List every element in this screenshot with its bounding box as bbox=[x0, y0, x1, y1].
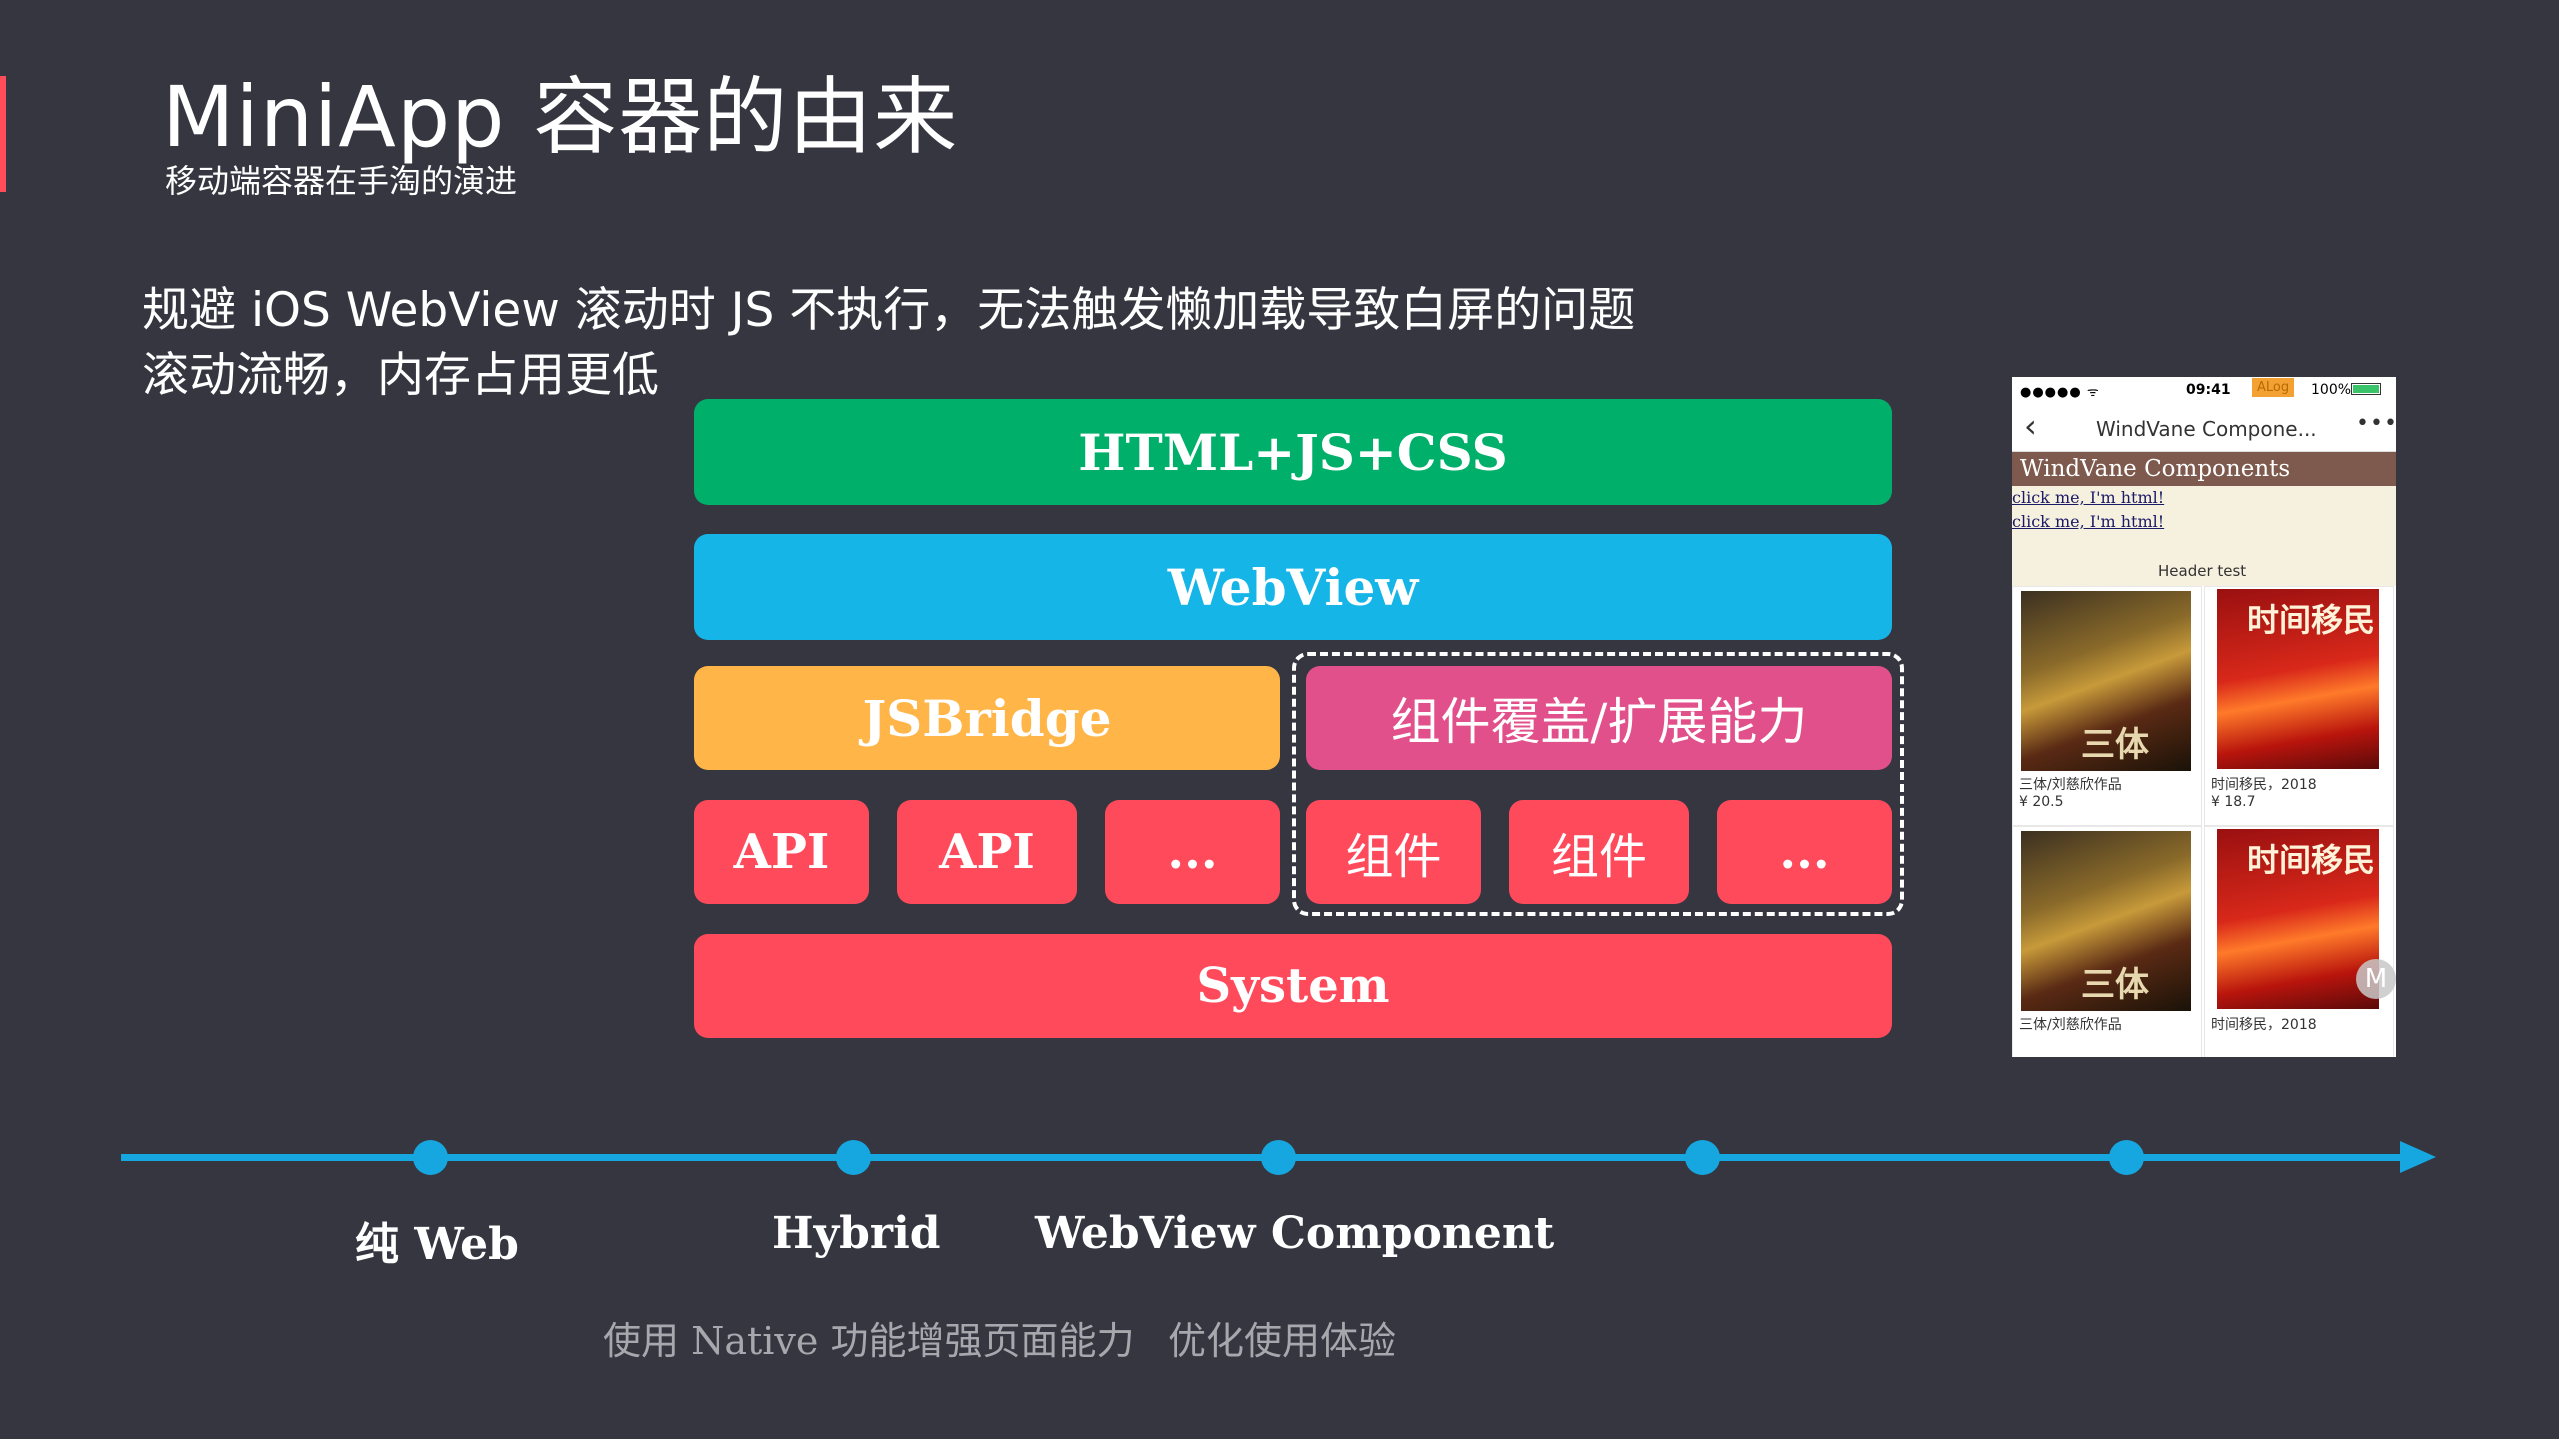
cell-component-2: 组件 bbox=[1509, 800, 1689, 904]
timeline-dot bbox=[413, 1140, 448, 1175]
timeline-dot bbox=[2109, 1140, 2144, 1175]
product-name: 三体/刘慈欣作品 bbox=[2019, 777, 2122, 793]
html-link-2[interactable]: click me, I'm html! bbox=[2012, 512, 2165, 531]
html-link-1[interactable]: click me, I'm html! bbox=[2012, 488, 2165, 507]
battery-icon bbox=[2351, 383, 2381, 395]
timeline-dot bbox=[1261, 1140, 1296, 1175]
product-price: ¥ 20.5 bbox=[2019, 794, 2064, 810]
status-time: 09:41 bbox=[2186, 382, 2231, 398]
book-cover-image bbox=[2021, 591, 2191, 771]
product-name: 三体/刘慈欣作品 bbox=[2019, 1017, 2122, 1033]
timeline-arrow-icon bbox=[2400, 1141, 2436, 1173]
timeline-desc-component: 优化使用体验 bbox=[1168, 1319, 1397, 1363]
layer-webview: WebView bbox=[694, 534, 1892, 640]
phone-screenshot: ●●●●● ᯤ 09:41 ALog 100% ‹ WindVane Compo… bbox=[2012, 377, 2396, 1057]
layer-system: System bbox=[694, 934, 1892, 1038]
layer-jsbridge: JSBridge bbox=[694, 666, 1280, 770]
product-price: ¥ 18.7 bbox=[2211, 794, 2256, 810]
nav-title: WindVane Compone... bbox=[2096, 417, 2317, 441]
components-banner: WindVane Components bbox=[2012, 452, 2396, 486]
cell-api-1: API bbox=[694, 800, 869, 904]
product-card[interactable]: 时间移民，2018 ¥ 18.7 bbox=[2204, 586, 2394, 826]
book-cover-image bbox=[2021, 831, 2191, 1011]
product-name: 时间移民，2018 bbox=[2211, 1017, 2317, 1033]
timeline-label-webview-component: WebView Component bbox=[1035, 1208, 1555, 1259]
cell-api-more: ... bbox=[1105, 800, 1280, 904]
alog-badge: ALog bbox=[2252, 378, 2295, 397]
nav-bar: ‹ WindVane Compone... ••• bbox=[2012, 403, 2396, 452]
layer-html-js-css: HTML+JS+CSS bbox=[694, 399, 1892, 505]
bullet-line-1: 规避 iOS WebView 滚动时 JS 不执行，无法触发懒加载导致白屏的问题 bbox=[142, 283, 1636, 338]
timeline-label-pure-web: 纯 Web bbox=[355, 1219, 519, 1270]
book-cover-image bbox=[2217, 829, 2379, 1009]
cell-component-more: ... bbox=[1717, 800, 1892, 904]
html-section: click me, I'm html! click me, I'm html! … bbox=[2012, 486, 2396, 586]
timeline-label-hybrid: Hybrid bbox=[772, 1208, 941, 1259]
status-bar: ●●●●● ᯤ 09:41 ALog 100% bbox=[2012, 377, 2396, 403]
timeline-dot bbox=[836, 1140, 871, 1175]
battery-percent: 100% bbox=[2311, 382, 2352, 398]
accent-bar bbox=[0, 76, 6, 192]
signal-icon: ●●●●● ᯤ bbox=[2020, 385, 2100, 400]
header-test-label: Header test bbox=[2158, 562, 2247, 580]
product-name: 时间移民，2018 bbox=[2211, 777, 2317, 793]
component-dashed-outline bbox=[1292, 652, 1904, 916]
timeline-dot bbox=[1685, 1140, 1720, 1175]
cell-api-2: API bbox=[897, 800, 1077, 904]
bullet-line-2: 滚动流畅，内存占用更低 bbox=[142, 348, 659, 403]
product-card[interactable]: 时间移民，2018 bbox=[2204, 826, 2394, 1057]
layer-component-overlay: 组件覆盖/扩展能力 bbox=[1306, 666, 1892, 770]
floating-m-button[interactable]: M bbox=[2356, 959, 2396, 999]
back-icon[interactable]: ‹ bbox=[2024, 407, 2037, 445]
more-icon[interactable]: ••• bbox=[2356, 411, 2396, 436]
cell-component-1: 组件 bbox=[1306, 800, 1481, 904]
slide-subtitle: 移动端容器在手淘的演进 bbox=[165, 162, 518, 200]
slide-title: MiniApp 容器的由来 bbox=[162, 68, 959, 166]
product-grid: 三体/刘慈欣作品 ¥ 20.5 时间移民，2018 ¥ 18.7 三体/刘慈欣作… bbox=[2012, 586, 2396, 1057]
product-card[interactable]: 三体/刘慈欣作品 ¥ 20.5 bbox=[2012, 586, 2202, 826]
book-cover-image bbox=[2217, 589, 2379, 769]
timeline-desc-hybrid: 使用 Native 功能增强页面能力 bbox=[603, 1319, 1135, 1363]
product-card[interactable]: 三体/刘慈欣作品 bbox=[2012, 826, 2202, 1057]
